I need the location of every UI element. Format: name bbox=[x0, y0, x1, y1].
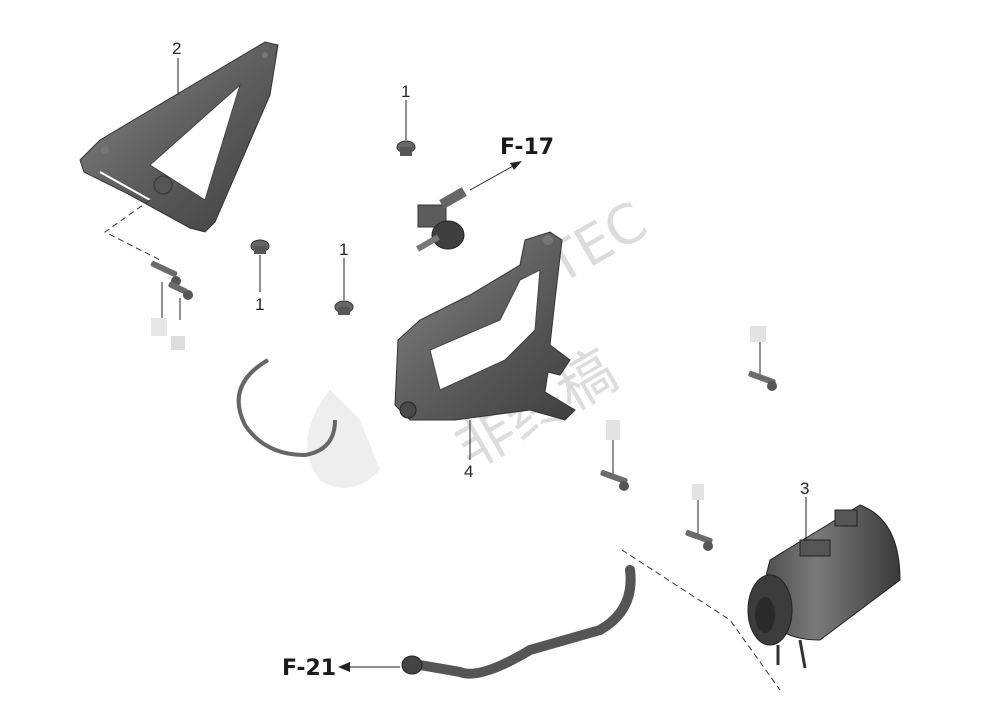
assembly-line-bracket bbox=[104, 199, 161, 261]
callout-1-left: 1 bbox=[255, 295, 264, 314]
callout-4: 4 bbox=[464, 462, 473, 481]
ref-label-f21: F-21 bbox=[282, 656, 336, 681]
evap-canister bbox=[747, 504, 901, 669]
blurred-label-4 bbox=[606, 420, 620, 440]
clip-mid bbox=[334, 300, 354, 315]
bolt-right-1 bbox=[748, 370, 777, 391]
assembly-line-canister bbox=[621, 549, 781, 691]
retaining-ring bbox=[236, 358, 337, 458]
purge-solenoid bbox=[416, 187, 467, 252]
bracket-main bbox=[394, 231, 576, 421]
bolt-right-3 bbox=[685, 529, 713, 551]
blurred-label-1 bbox=[151, 318, 167, 336]
bolt-right-2 bbox=[600, 469, 629, 491]
bolt-pair-left bbox=[150, 261, 193, 300]
clip-top bbox=[396, 140, 416, 156]
arrow-f21 bbox=[338, 662, 350, 672]
callout-3: 3 bbox=[800, 479, 809, 498]
callout-1-mid: 1 bbox=[339, 240, 348, 259]
leader-f17 bbox=[469, 164, 516, 191]
ref-label-f17: F-17 bbox=[500, 135, 554, 160]
blurred-label-5 bbox=[692, 484, 704, 500]
callout-2: 2 bbox=[172, 39, 181, 58]
vapor-hose bbox=[415, 565, 636, 679]
callout-1-top: 1 bbox=[401, 82, 410, 101]
blurred-label-2 bbox=[171, 336, 185, 350]
clip-left bbox=[250, 239, 270, 254]
blurred-label-3 bbox=[750, 326, 766, 342]
hose-end bbox=[401, 655, 423, 675]
arrow-f17 bbox=[510, 161, 522, 170]
bracket-triangle bbox=[79, 41, 279, 233]
